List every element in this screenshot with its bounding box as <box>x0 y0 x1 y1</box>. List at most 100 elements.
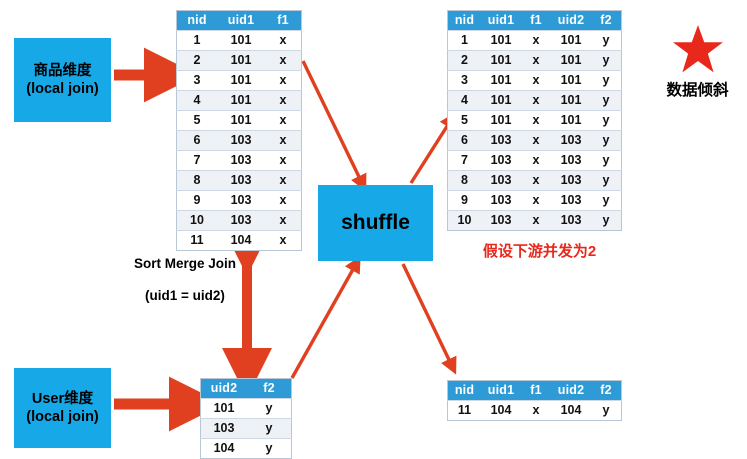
table-cell: 103 <box>481 150 521 171</box>
table-cell: y <box>591 130 622 151</box>
column-header-uid2: uid2 <box>551 380 591 401</box>
table-cell: 104 <box>200 438 247 459</box>
table-cell: 104 <box>217 230 265 251</box>
column-header-f2: f2 <box>591 380 622 401</box>
column-header-uid2: uid2 <box>551 10 591 31</box>
table-cell: 101 <box>481 70 521 91</box>
table-cell: 101 <box>551 70 591 91</box>
table-cell: y <box>591 90 622 111</box>
table-cell: x <box>521 400 551 421</box>
column-header-uid1: uid1 <box>217 10 265 31</box>
column-header-f1: f1 <box>521 380 551 401</box>
table-cell: 101 <box>217 70 265 91</box>
table-cell: 103 <box>551 130 591 151</box>
table-cell: 2 <box>176 50 217 71</box>
table-cell: 8 <box>176 170 217 191</box>
table-cell: 103 <box>551 190 591 211</box>
table-cell: 6 <box>447 130 481 151</box>
table-cell: 101 <box>481 90 521 111</box>
shuffle-box[interactable]: shuffle <box>318 185 433 261</box>
table-cell: 101 <box>551 110 591 131</box>
table-cell: y <box>591 400 622 421</box>
table-cell: 103 <box>481 210 521 231</box>
product-box-line2: (local join) <box>26 81 99 97</box>
table-cell: 101 <box>217 90 265 111</box>
table-cell: x <box>521 90 551 111</box>
table-cell: 1 <box>447 30 481 51</box>
table-cell: 11 <box>176 230 217 251</box>
table-cell: y <box>591 30 622 51</box>
user-dimension-box[interactable]: User维度 (local join) <box>14 368 111 448</box>
table-cell: 101 <box>551 90 591 111</box>
table-cell: 101 <box>481 30 521 51</box>
table-cell: x <box>521 30 551 51</box>
table-cell: 103 <box>551 170 591 191</box>
table-cell: 9 <box>176 190 217 211</box>
table-cell: 101 <box>217 110 265 131</box>
column-header-f2: f2 <box>247 378 292 399</box>
column-header-uid1: uid1 <box>481 380 521 401</box>
table-cell: 101 <box>481 110 521 131</box>
table-cell: y <box>591 50 622 71</box>
table-cell: x <box>265 210 302 231</box>
arrow-user-table-to-shuffle <box>290 255 361 379</box>
table-cell: 103 <box>200 418 247 439</box>
table-cell: 101 <box>217 30 265 51</box>
table-cell: y <box>591 170 622 191</box>
table-cell: y <box>247 418 292 439</box>
table-cell: 104 <box>551 400 591 421</box>
table-cell: x <box>265 70 302 91</box>
table-cell: 7 <box>176 150 217 171</box>
column-header-f1: f1 <box>265 10 302 31</box>
table-cell: 103 <box>481 190 521 211</box>
table-cell: x <box>265 230 302 251</box>
column-header-uid1: uid1 <box>481 10 521 31</box>
column-header-uid2: uid2 <box>200 378 247 399</box>
table-cell: 2 <box>447 50 481 71</box>
arrow-table-to-shuffle <box>301 60 367 192</box>
data-skew-label: 数据倾斜 <box>666 82 729 99</box>
table-cell: 101 <box>551 30 591 51</box>
table-cell: 101 <box>200 398 247 419</box>
table-cell: 7 <box>447 150 481 171</box>
table-cell: x <box>521 150 551 171</box>
table-cell: 103 <box>481 170 521 191</box>
table-cell: 10 <box>447 210 481 231</box>
table-cell: 1 <box>176 30 217 51</box>
table-cell: 101 <box>481 50 521 71</box>
table-cell: x <box>265 130 302 151</box>
table-cell: 103 <box>217 150 265 171</box>
table-cell: x <box>521 110 551 131</box>
table-cell: 3 <box>176 70 217 91</box>
join-condition-label: (uid1 = uid2) <box>145 288 225 303</box>
table-cell: x <box>521 70 551 91</box>
table-cell: 103 <box>481 130 521 151</box>
table-cell: 103 <box>551 210 591 231</box>
product-dimension-box[interactable]: 商品维度 (local join) <box>14 38 111 122</box>
